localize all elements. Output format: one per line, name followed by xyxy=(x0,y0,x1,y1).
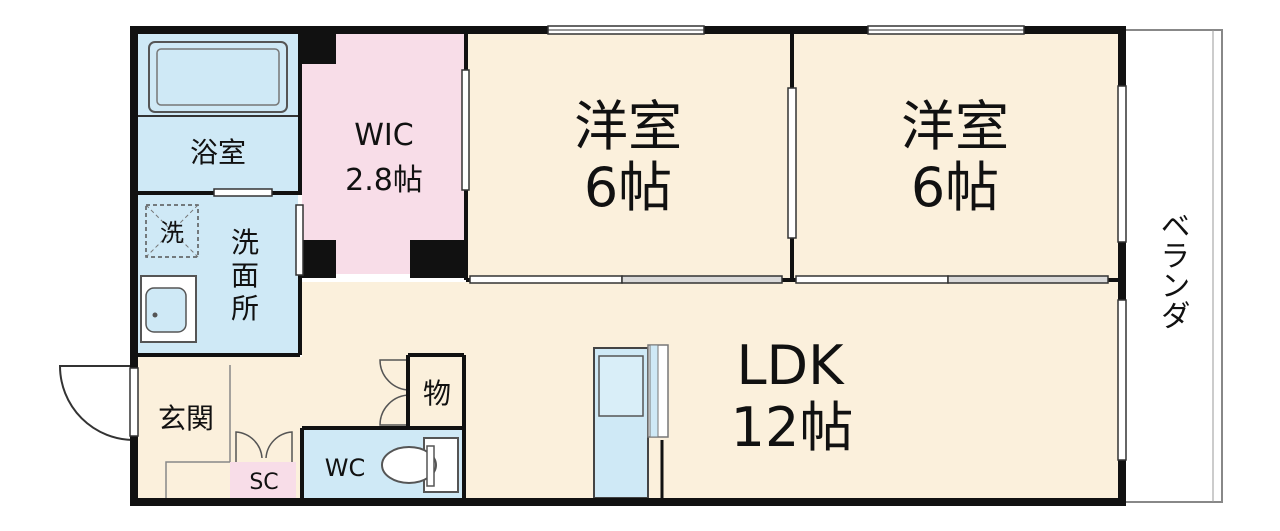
storage-label: 物 xyxy=(423,377,451,410)
washroom-label-3: 所 xyxy=(231,292,259,325)
shoe-closet-floor xyxy=(230,462,296,498)
washer-mark: 洗 xyxy=(160,219,184,247)
veranda-label: ベランダ xyxy=(1155,210,1190,330)
western-room-1-name: 洋室 xyxy=(574,95,682,158)
wic-floor xyxy=(302,34,464,274)
toilet-label: WC xyxy=(325,454,366,482)
washer-pan xyxy=(145,204,199,258)
western-room-2-floor xyxy=(794,34,1118,278)
washroom-label-1: 洗 xyxy=(231,226,259,259)
western-room-1-floor xyxy=(468,34,790,278)
shoe-closet-label: SC xyxy=(249,470,278,495)
entrance-label: 玄関 xyxy=(158,402,214,435)
bathtub xyxy=(148,41,288,113)
wic-label-line2: 2.8帖 xyxy=(345,163,423,198)
storage-floor xyxy=(410,355,462,425)
bathroom-label: 浴室 xyxy=(190,136,246,169)
ldk-size: 12帖 xyxy=(731,396,854,459)
ldk-label: LDK xyxy=(736,334,845,397)
western-room-1-size: 6帖 xyxy=(584,156,672,219)
veranda-area xyxy=(1121,29,1223,503)
entrance-door xyxy=(58,365,135,441)
windows xyxy=(129,25,1127,461)
western-room-2-name: 洋室 xyxy=(901,95,1009,158)
western-room-2-size: 6帖 xyxy=(911,156,999,219)
wic-label-line1: WIC xyxy=(354,118,413,153)
washroom-label-2: 面 xyxy=(231,259,259,292)
